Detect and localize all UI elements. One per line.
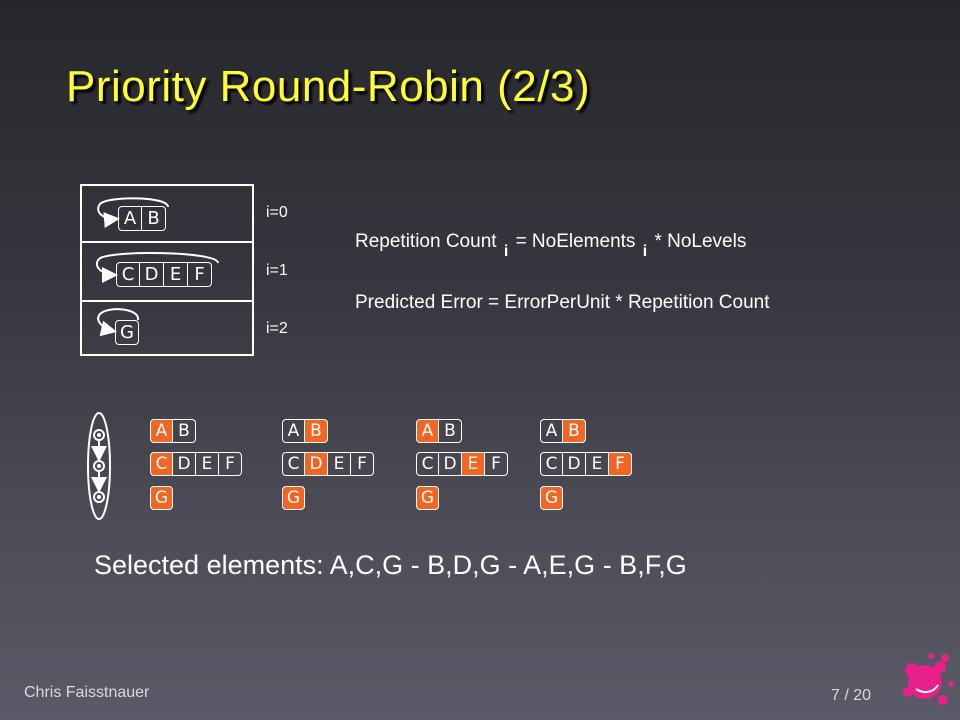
element-cell: E (196, 452, 219, 476)
element-cell: D (140, 262, 164, 287)
element-cell: E (328, 452, 351, 476)
sequence-row: G (540, 486, 563, 510)
element-cell: A (540, 419, 563, 443)
sequence-row: G (282, 486, 305, 510)
element-cell: B (173, 419, 196, 443)
level-divider (82, 300, 252, 302)
author-name: Chris Faisstnauer (24, 684, 150, 701)
slide-title: Priority Round-Robin (2/3) (66, 62, 591, 111)
element-cell: C (416, 452, 439, 476)
sequence-row: G (150, 486, 173, 510)
level-divider (82, 241, 252, 243)
selector-bracket (87, 412, 111, 520)
formula-subscript: i (642, 243, 648, 260)
selected-element-cell: E (462, 452, 485, 476)
formula-text: = NoElements (515, 231, 636, 252)
element-cell: C (282, 452, 305, 476)
element-cell: D (439, 452, 462, 476)
selected-element-cell: A (416, 419, 439, 443)
selected-element-cell: G (282, 486, 305, 510)
selected-elements-text: Selected elements: A,C,G - B,D,G - A,E,G… (94, 550, 687, 580)
priority-levels-box (80, 184, 254, 356)
sequence-row: G (416, 486, 439, 510)
paint-splash-logo-icon (903, 653, 954, 705)
predicted-error-formula: Predicted Error = ErrorPerUnit * Repetit… (355, 292, 770, 313)
selected-element-cell: C (150, 452, 173, 476)
element-cell: E (586, 452, 609, 476)
loop-arrow-icon (97, 197, 169, 228)
selected-element-cell: G (150, 486, 173, 510)
element-cell: F (351, 452, 374, 476)
element-cell: D (173, 452, 196, 476)
formula-text: * NoLevels (654, 231, 747, 252)
level-marker-icon (93, 429, 105, 441)
selected-element-cell: G (540, 486, 563, 510)
level-1-elements: C D E F (116, 262, 212, 287)
element-cell: E (164, 262, 188, 287)
element-cell: A (282, 419, 305, 443)
element-cell: F (485, 452, 508, 476)
element-cell: D (563, 452, 586, 476)
level-label: i=2 (266, 320, 288, 337)
loop-arrow-icon (97, 308, 139, 337)
selected-element-cell: A (150, 419, 173, 443)
selected-element-cell: F (609, 452, 632, 476)
level-label: i=0 (266, 204, 288, 221)
element-cell: F (219, 452, 242, 476)
element-cell: B (142, 206, 166, 231)
element-cell: B (439, 419, 462, 443)
selected-element-cell: D (305, 452, 328, 476)
selected-element-cell: B (563, 419, 586, 443)
page-number: 7 / 20 (831, 687, 872, 704)
formula-text: Repetition Count (355, 231, 497, 252)
selected-element-cell: B (305, 419, 328, 443)
element-cell: F (188, 262, 212, 287)
selected-element-cell: G (416, 486, 439, 510)
level-label: i=1 (266, 262, 288, 279)
loop-arrow-icon (95, 252, 219, 283)
repetition-count-formula: Repetition Count i = NoElements i * NoLe… (355, 231, 746, 261)
element-cell: C (540, 452, 563, 476)
formula-subscript: i (503, 243, 509, 260)
